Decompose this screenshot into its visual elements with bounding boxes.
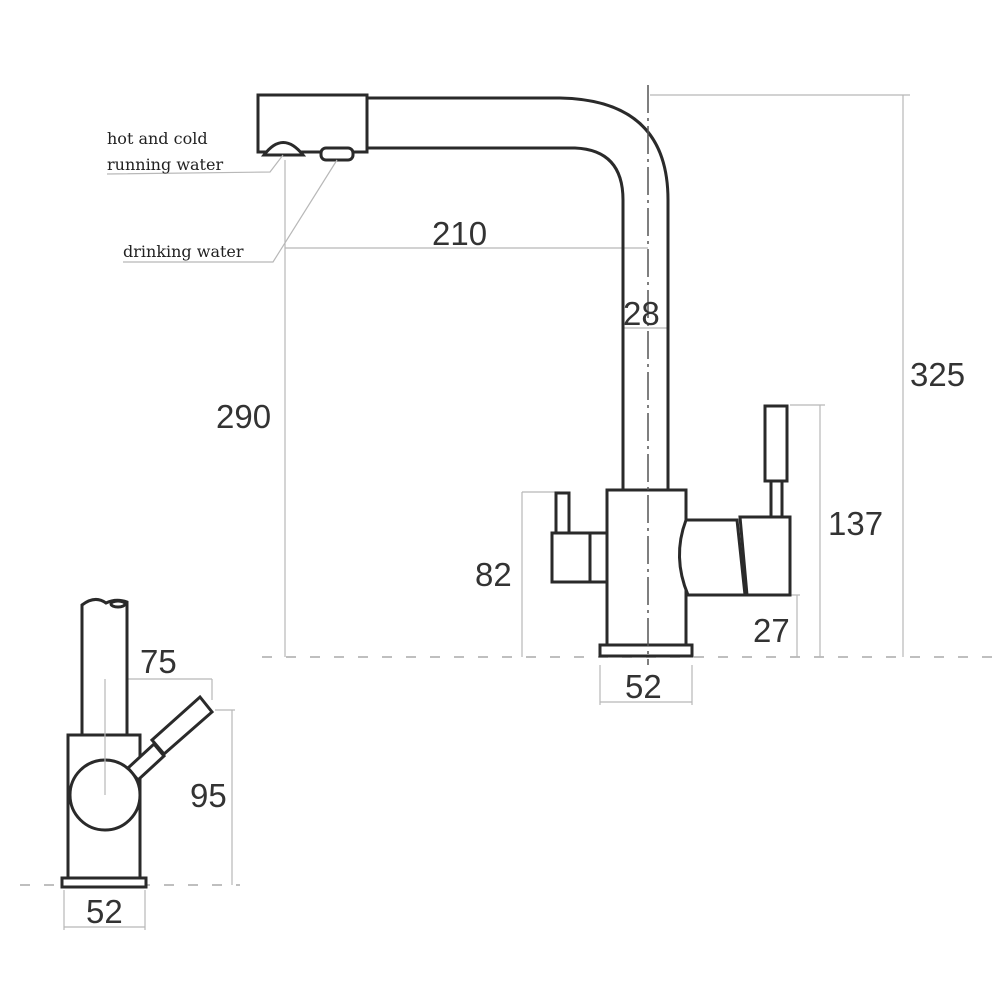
dim-total-height: 325: [910, 356, 965, 393]
label-drinking-water: drinking water: [123, 242, 244, 261]
dim-base-diameter: 52: [625, 668, 662, 705]
side-base: [60, 876, 148, 889]
front-dimension-lines: [284, 94, 910, 705]
spout-head: [256, 93, 369, 154]
right-lever-stem: [769, 478, 784, 519]
spout-outer: [367, 96, 670, 490]
dim-side-lever-height: 95: [190, 777, 227, 814]
label-hot-cold-1: hot and cold: [107, 129, 208, 148]
label-hot-cold-2: running water: [107, 155, 223, 174]
dim-handle-offset: 27: [753, 612, 790, 649]
dim-spout-reach: 210: [432, 215, 487, 252]
faucet-base: [598, 643, 694, 658]
dim-spout-height: 290: [216, 398, 271, 435]
side-lever-grip: [149, 694, 215, 757]
hot-cold-aerator: [260, 141, 307, 157]
dim-left-lever-height: 82: [475, 556, 512, 593]
right-handle-cylinder: [677, 518, 747, 597]
right-handle-knob: [738, 515, 792, 597]
right-lever-grip: [763, 404, 789, 483]
drinking-aerator: [319, 146, 355, 162]
faucet-body: [605, 488, 688, 647]
left-lever: [554, 491, 571, 537]
faucet-front-view: [256, 85, 792, 665]
dim-side-lever-reach: 75: [140, 643, 177, 680]
drinking-leader: [123, 159, 338, 263]
dim-side-base-diameter: 52: [86, 893, 123, 930]
dim-pipe-diameter: 28: [623, 295, 660, 332]
spout-inner: [367, 146, 625, 490]
dim-right-lever-height: 137: [828, 505, 883, 542]
hot-cold-leader: [106, 154, 284, 175]
faucet-side-view: [60, 598, 215, 889]
left-handle: [550, 531, 615, 584]
